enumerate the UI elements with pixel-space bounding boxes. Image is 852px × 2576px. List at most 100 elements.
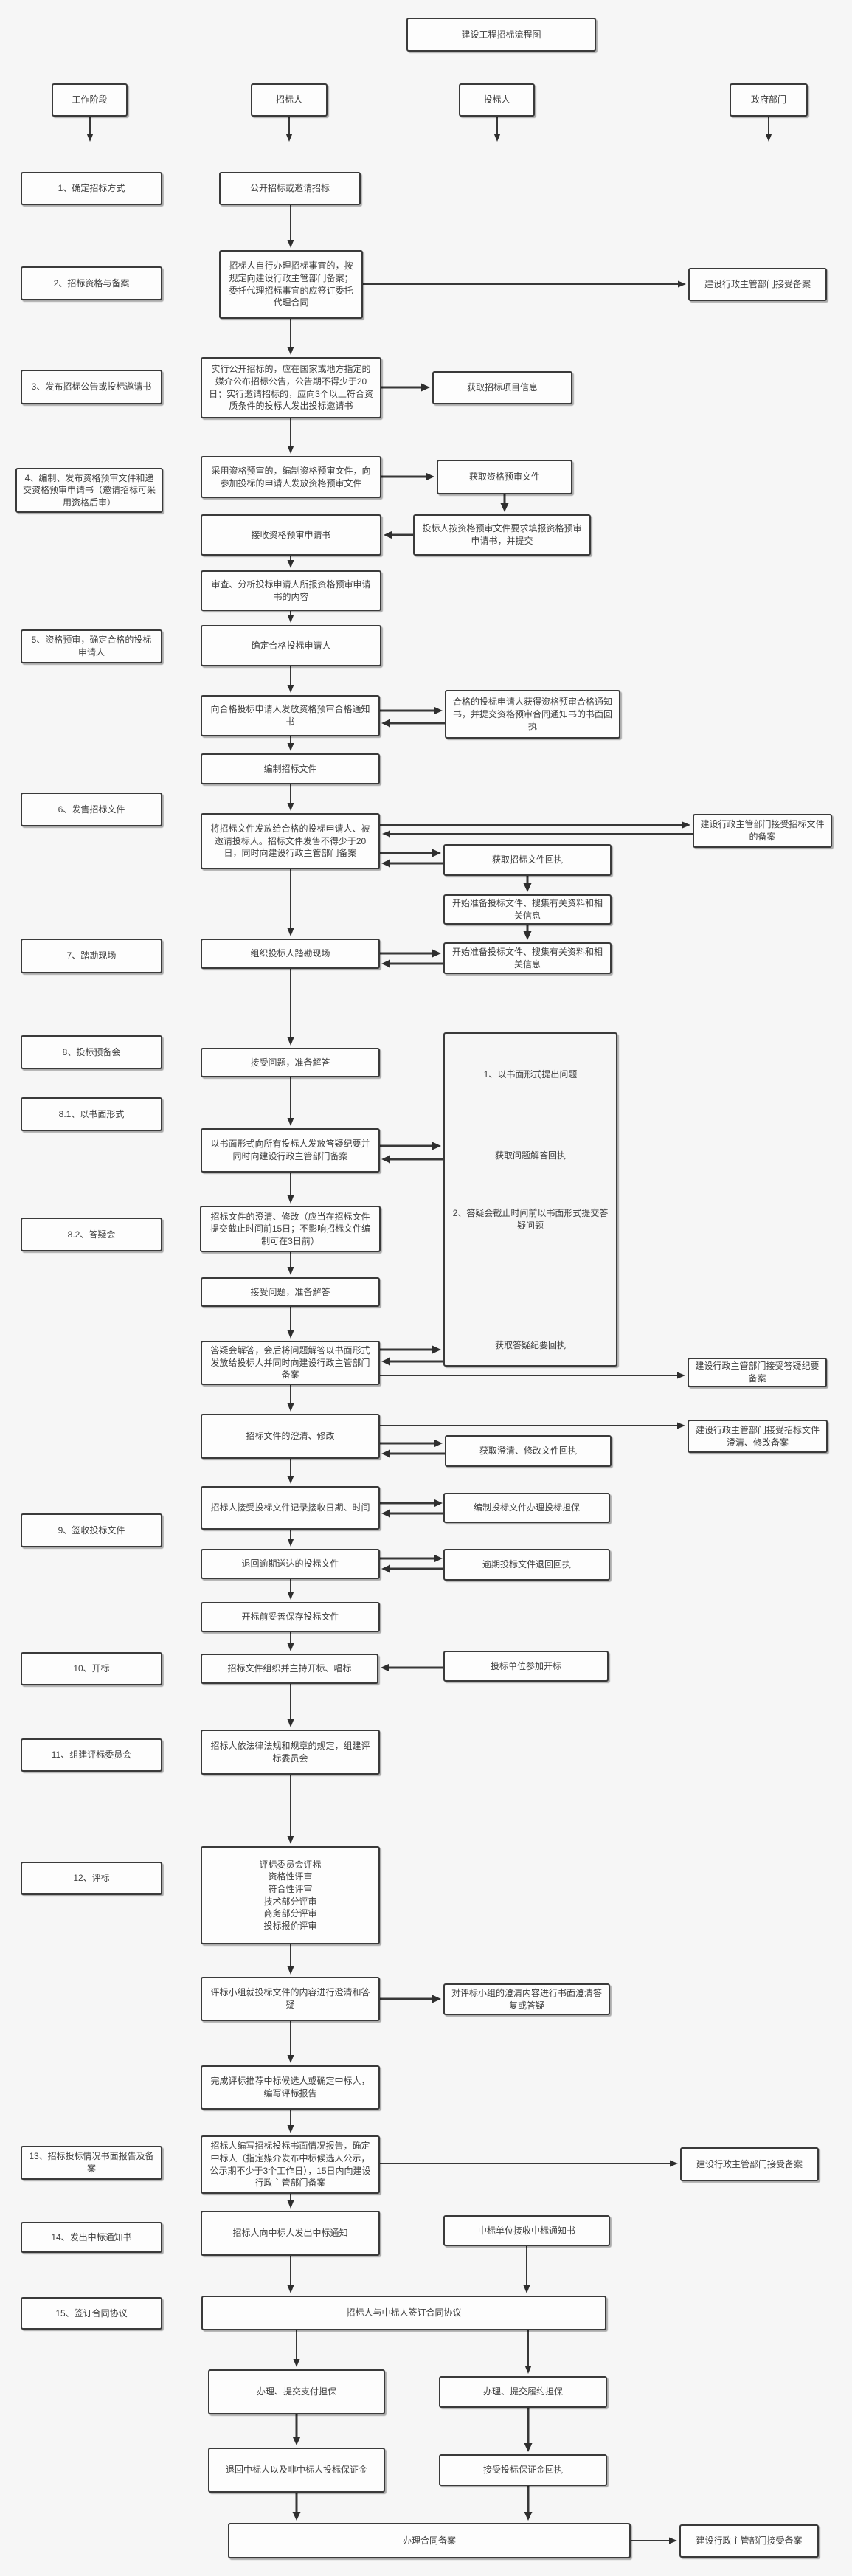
stage-14-label: 14、发出中标通知书 [51,2231,132,2242]
ten-evaluation-items: 评标委员会评标 资格性评审 符合性评审 技术部分评审 商务部分评审 投标报价评审 [201,1846,380,1944]
flow-arrow [380,949,441,958]
stage-8: 8、投标预备会 [21,1035,162,1069]
ten-payment-guarantee: 办理、提交支付担保 [208,2369,385,2414]
ten-written-report-filing: 招标人编写招标投标书面情况报告，确定中标人（指定媒介发布中标候选人公示，公示期不… [201,2135,380,2194]
bid-clarify-modify-receipt: 获取澄清、修改文件回执 [445,1435,612,1467]
flow-arrow [631,2537,677,2544]
flow-arrow [287,1684,294,1727]
stage-8-1: 8.1、以书面形式 [21,1097,162,1131]
ten-self-handle-filing-label: 招标人自行办理招标事宜的，按规定向建设行政主管部门备案；委托代理招标事宜的应签订… [229,260,353,308]
wide-sign-contract-label: 招标人与中标人签订合同协议 [346,2307,462,2318]
ten-self-handle-filing: 招标人自行办理招标事宜的，按规定向建设行政主管部门备案；委托代理招标事宜的应签订… [219,250,363,319]
stage-2-label: 2、招标资格与备案 [53,277,130,289]
bid-prepare-bid-guarantee-label: 编制投标文件办理投标担保 [473,1502,580,1513]
gov-accept-tender-docs-filing: 建设行政主管部门接受招标文件的备案 [693,814,832,848]
flow-arrow [380,1499,443,1508]
ten-open-or-invite: 公开招标或邀请招标 [219,172,361,205]
ten-return-late-bids-label: 退回逾期送达的投标文件 [241,1558,339,1570]
stage-9: 9、签收投标文件 [21,1513,162,1547]
flow-arrow [380,1372,685,1379]
ten-safekeep-bids: 开标前妥善保存投标文件 [201,1602,380,1632]
bid-late-return-receipt: 逾期投标文件退回回执 [443,1549,610,1581]
flow-arrow [287,611,294,623]
flow-arrow [287,869,294,936]
ten-sell-tender-docs: 将招标文件发放给合格的投标申请人、被邀请投标人。招标文件发售不得少于20日，同时… [201,813,380,869]
gov-accept-qa-minutes-filing-label: 建设行政主管部门接受答疑纪要备案 [695,1361,820,1384]
bid-receive-prequal-pass-notice: 合格的投标申请人获得资格预审合格通知书，并提交资格预审合同通知书的书面回执 [445,690,620,739]
stage-11-label: 11、组建评标委员会 [51,1750,132,1761]
gov-accept-clarification-filing: 建设行政主管部门接受招标文件澄清、修改备案 [688,1420,828,1453]
ten-safekeep-bids-label: 开标前妥善保存投标文件 [241,1612,339,1623]
stage-10: 10、开标 [21,1652,162,1685]
ten-issue-award-notice-label: 招标人向中标人发出中标通知 [232,2228,348,2239]
gov-accept-filing-3-label: 建设行政主管部门接受备案 [696,2535,803,2546]
diagram-title: 建设工程招标流程图 [406,18,596,52]
flow-arrow [381,1449,445,1458]
gov-accept-filing-2-label: 建设行政主管部门接受备案 [696,2158,803,2169]
flow-arrow [380,1554,443,1563]
diagram-title-label: 建设工程招标流程图 [461,29,541,40]
flow-arrow [380,706,443,715]
flow-arrow [381,1564,445,1573]
ten-issue-prequal-docs: 采用资格预审的，编制资格预审文件，向参加投标的申请人发放资格预审文件 [201,456,381,498]
bid-receive-award-notice-label: 中标单位接收中标通知书 [477,2225,575,2236]
flow-arrow [765,117,772,142]
col-header-stage-label: 工作阶段 [72,94,108,106]
ten-accept-questions-2-label: 接受问题，准备解答 [250,1286,330,1297]
stage-13: 13、招标投标情况书面报告及备案 [21,2146,162,2180]
flow-arrow [524,2408,533,2452]
ten-clarify-modify: 招标文件的澄清、修改 [201,1414,380,1459]
flow-arrow [292,2493,301,2521]
flow-arrow [380,849,441,857]
stage-2: 2、招标资格与备案 [21,266,162,300]
bid-tender-doc-receipt-label: 获取招标文件回执 [491,854,563,866]
gov-accept-filing-3: 建设行政主管部门接受备案 [679,2524,819,2558]
ten-recommend-winner: 完成评标推荐中标候选人或确定中标人，编写评标报告 [201,2065,380,2110]
bid-written-clarification-reply-label: 对评标小组的澄清内容进行书面澄清答复或答疑 [451,1987,602,2011]
gov-accept-filing-2: 建设行政主管部门接受备案 [680,2147,819,2181]
ten-clarify-modify-15d: 招标文件的澄清、修改（应当在招标文件提交截止时间前15日；不影响招标文件编制可在… [200,1206,381,1252]
flow-arrow [287,1173,294,1204]
bid-answer-receipt: 获取问题解答回执 [457,1147,604,1164]
stage-8-2: 8.2、答疑会 [21,1218,162,1251]
bid-receive-prequal-pass-notice-label: 合格的投标申请人获得资格预审合格通知书，并提交资格预审合同通知书的书面回执 [452,697,612,732]
stage-4: 4、编制、发布资格预审文件和递交资格预审申请书（邀请招标可采用资格后审） [15,468,163,513]
flow-arrow [292,2414,301,2445]
bid-get-prequal-docs: 获取资格预审文件 [437,460,572,494]
wide-contract-filing-label: 办理合同备案 [402,2535,456,2546]
flow-arrow [381,1357,443,1366]
stage-11: 11、组建评标委员会 [21,1738,162,1772]
flow-arrow [287,736,294,751]
stage-6-label: 6、发售招标文件 [58,804,125,815]
stage-8-1-label: 8.1、以书面形式 [58,1108,125,1119]
ten-publish-announcement: 实行公开招标的，应在国家或地方指定的媒介公布招标公告，公告期不得少于20日；实行… [201,357,381,418]
gov-accept-filing-1: 建设行政主管部门接受备案 [688,268,827,301]
ten-clarify-bid-content: 评标小组就投标文件的内容进行澄清和答疑 [201,1977,380,2021]
ten-review-prequal-application: 审查、分析投标申请人所报资格预审申请书的内容 [201,570,381,611]
ten-clarify-bid-content-label: 评标小组就投标文件的内容进行澄清和答疑 [210,1987,370,2010]
col-header-stage: 工作阶段 [52,83,128,117]
flow-arrow [287,1459,294,1484]
stage-12: 12、评标 [21,1862,162,1895]
bid-submit-prequal-application: 投标人按资格预审文件要求填报资格预审申请书，并提交 [413,514,591,556]
bid-written-clarification-reply: 对评标小组的澄清内容进行书面澄清答复或答疑 [443,1983,610,2015]
flow-arrow [287,1632,294,1651]
bid-qa-minutes-receipt: 获取答疑纪要回执 [457,1336,604,1354]
ten-review-prequal-application-label: 审查、分析投标申请人所报资格预审申请书的内容 [211,579,371,602]
flow-arrow [287,1307,294,1339]
flow-arrow [287,784,294,811]
ten-confirm-qualified-applicants: 确定合格投标申请人 [201,625,381,666]
bid-question-written: 1、以书面形式提出问题 [457,1066,604,1083]
stage-9-label: 9、签收投标文件 [58,1524,125,1536]
bid-tender-doc-receipt: 获取招标文件回执 [443,844,612,876]
col-header-bidder-label: 投标人 [483,94,510,106]
bid-get-prequal-docs-label: 获取资格预审文件 [468,472,540,483]
stage-3: 3、发布招标公告或投标邀请书 [21,370,162,404]
gov-accept-clarification-filing-label: 建设行政主管部门接受招标文件澄清、修改备案 [695,1424,820,1448]
bid-prepare-docs-1: 开始准备投标文件、搜集有关资料和相关信息 [443,894,612,925]
ten-return-late-bids: 退回逾期送达的投标文件 [201,1549,380,1579]
col-header-tenderer-label: 招标人 [275,94,302,106]
ten-payment-guarantee-label: 办理、提交支付担保 [256,2386,336,2397]
